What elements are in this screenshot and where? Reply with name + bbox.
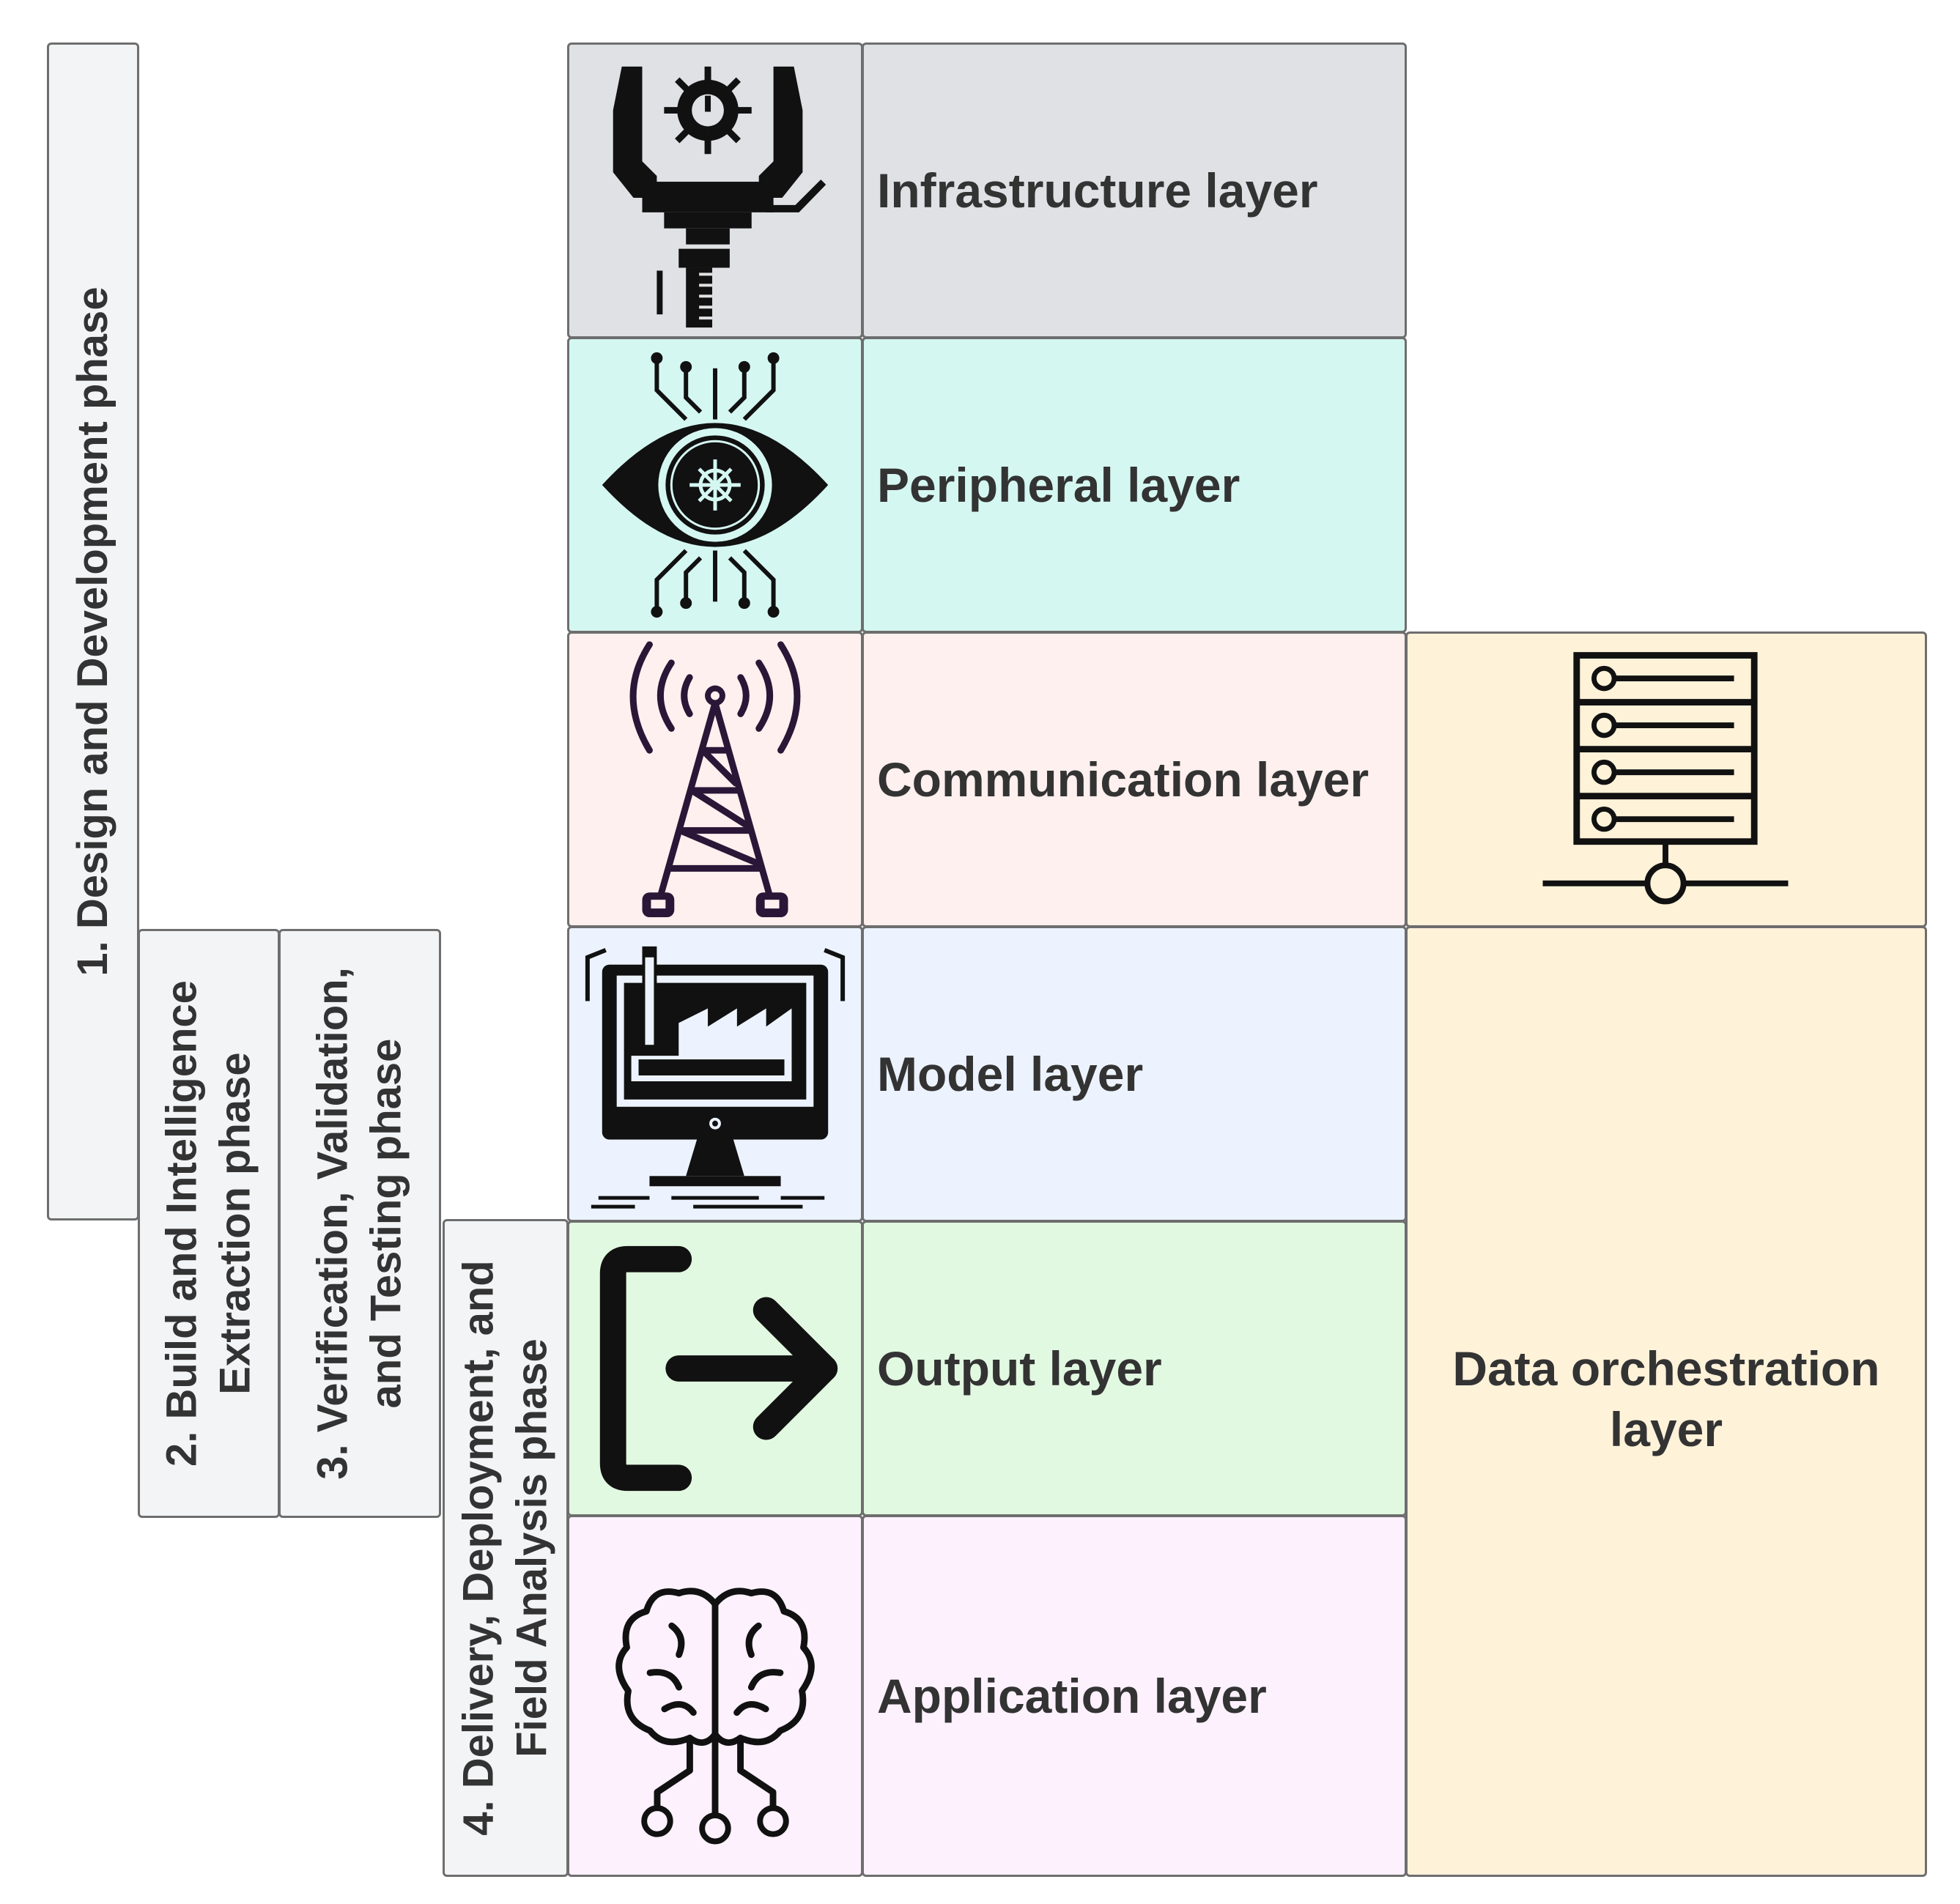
factory-monitor-icon xyxy=(585,946,846,1209)
application-icon-cell xyxy=(567,1515,863,1877)
infrastructure-layer-label: Infrastructure layer xyxy=(862,42,1407,338)
phase-verification-testing: 3. Verification, Validation,and Testing … xyxy=(278,929,441,1518)
application-layer-label: Application layer xyxy=(862,1515,1407,1877)
communication-layer-label: Communication layer xyxy=(862,631,1407,927)
communication-icon-cell xyxy=(567,631,863,927)
infrastructure-icon-cell xyxy=(567,42,863,338)
model-layer-label: Model layer xyxy=(862,926,1407,1222)
phase-label: 1. Design and Development phase xyxy=(68,286,117,977)
output-layer-label: Output layer xyxy=(862,1220,1407,1516)
output-icon-cell xyxy=(567,1220,863,1516)
phase-design-development: 1. Design and Development phase xyxy=(47,42,139,1220)
robotic-arm-icon xyxy=(613,66,826,328)
brain-circuit-icon xyxy=(615,1588,815,1845)
model-icon-cell xyxy=(567,926,863,1222)
peripheral-icon-cell xyxy=(567,337,863,633)
server-icon xyxy=(1542,652,1789,905)
phase-label: 3. Verification, Validation,and Testing … xyxy=(308,967,410,1480)
radio-tower-icon xyxy=(629,641,801,918)
orchestration-icon-cell xyxy=(1405,631,1927,927)
peripheral-layer-label: Peripheral layer xyxy=(862,337,1407,633)
circuit-eye-icon xyxy=(602,352,829,618)
output-arrow-icon xyxy=(599,1245,838,1492)
